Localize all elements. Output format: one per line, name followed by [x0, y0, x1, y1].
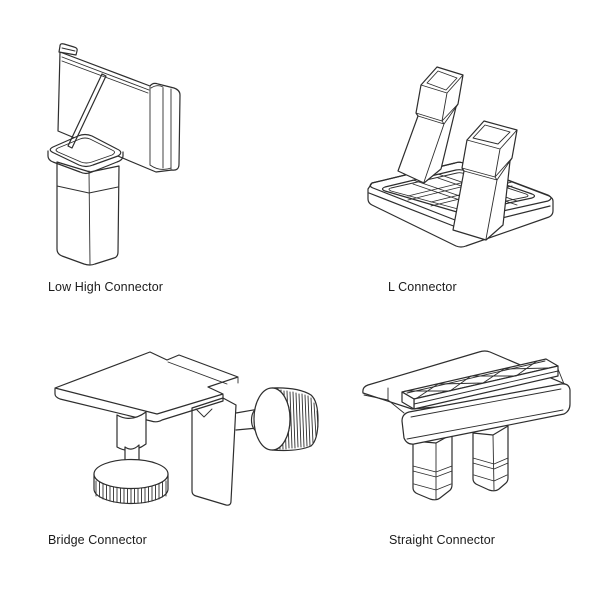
- label-l-connector: L Connector: [388, 280, 457, 294]
- low-high-connector-drawing: [47, 43, 181, 266]
- l-connector-drawing: [367, 66, 554, 248]
- label-low-high-connector: Low High Connector: [48, 280, 164, 294]
- label-bridge-connector: Bridge Connector: [48, 533, 147, 547]
- label-straight-connector: Straight Connector: [389, 533, 496, 547]
- straight-connector-drawing: [362, 350, 571, 501]
- bridge-connector-drawing: [54, 351, 319, 506]
